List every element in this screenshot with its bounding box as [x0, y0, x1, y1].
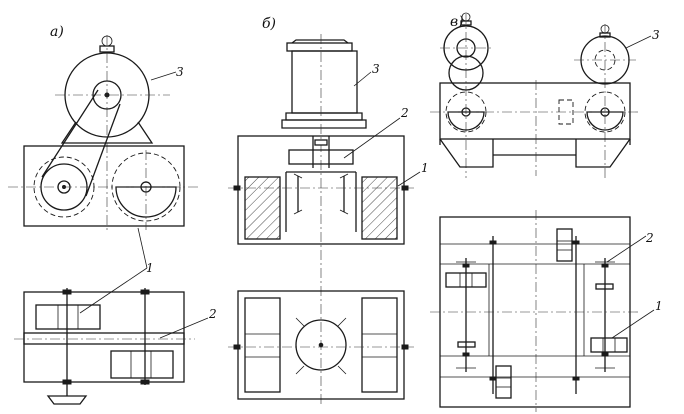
panel-a-gearbox [8, 89, 200, 230]
panel-a-callout-3: 3 [176, 65, 184, 79]
panel-a-letter: а) [50, 24, 64, 40]
panel-b-plan [228, 290, 414, 400]
panel-b-callout-3: 3 [372, 62, 380, 76]
panel-a-plan [14, 288, 195, 405]
panel-b: б) [228, 16, 429, 405]
panel-a: а) [8, 24, 217, 405]
panel-b-motor [281, 34, 367, 405]
panel-b-letter: б) [262, 16, 276, 32]
panel-c-callout-3: 3 [652, 28, 660, 42]
panel-c-motor-right [574, 24, 636, 178]
panel-c-motor-left [440, 12, 492, 178]
panel-c-gearbox [430, 80, 640, 176]
panel-c: в) [430, 12, 663, 412]
panel-c-callout-1: 1 [655, 299, 663, 313]
panel-a-motor [55, 35, 170, 230]
panel-b-callout-2: 2 [400, 106, 409, 120]
panel-b-gearbox [228, 135, 414, 245]
panel-a-callout-1: 1 [146, 261, 154, 275]
panel-c-letter: в) [450, 14, 464, 30]
panel-c-callout-2: 2 [645, 231, 654, 245]
panel-a-callout-2: 2 [208, 307, 217, 321]
panel-b-callout-1: 1 [421, 161, 429, 175]
panel-c-plan [430, 210, 640, 412]
